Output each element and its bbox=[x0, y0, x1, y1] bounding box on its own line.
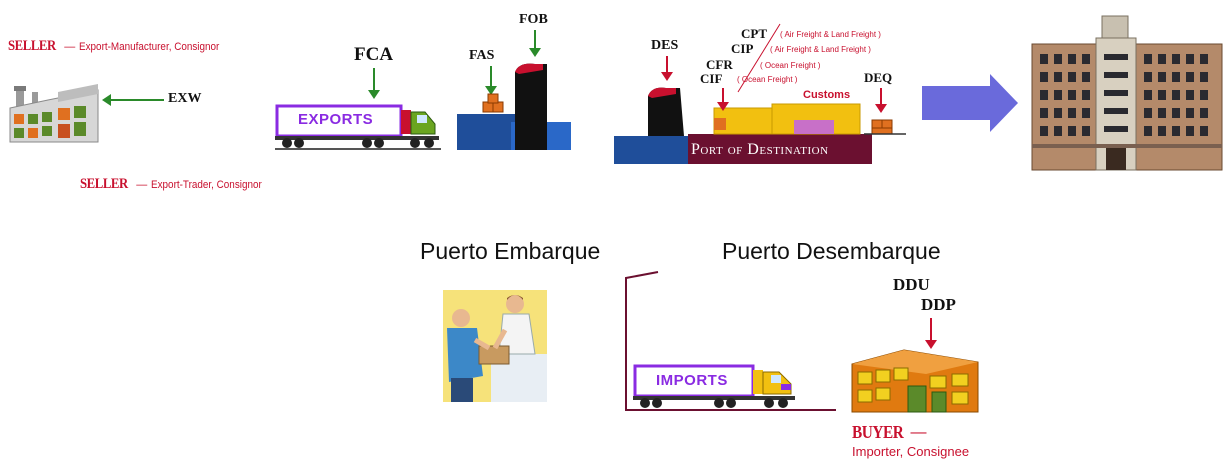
fca-arrow bbox=[373, 68, 375, 92]
customs-label: Customs bbox=[803, 89, 851, 101]
section-title-desembarque: Puerto Desembarque bbox=[722, 238, 941, 264]
fas-arrow-head bbox=[485, 86, 497, 95]
seller-dash: — bbox=[64, 40, 76, 53]
term-fas: FAS bbox=[469, 48, 495, 63]
seller-title: SELLER bbox=[8, 38, 56, 54]
seller-description: Export-Trader, Consignor bbox=[151, 178, 262, 191]
term-des: DES bbox=[651, 38, 679, 53]
exw-arrow bbox=[102, 93, 164, 107]
fob-arrow-head bbox=[529, 48, 541, 57]
term-cpt: CPT bbox=[741, 26, 767, 41]
buyer-description: Importer, Consignee bbox=[852, 444, 970, 459]
ddp-arrow bbox=[930, 318, 932, 342]
buyer-building bbox=[851, 349, 979, 413]
buyer-label: BUYER — bbox=[852, 422, 927, 443]
term-cfr: CFR bbox=[706, 57, 733, 72]
term-ddu: DDU bbox=[893, 275, 930, 294]
term-deq: DEQ bbox=[864, 70, 893, 85]
imports-label: IMPORTS bbox=[656, 372, 728, 389]
fas-arrow bbox=[490, 66, 492, 88]
des-arrow bbox=[666, 56, 668, 74]
import-port-outline bbox=[625, 271, 836, 411]
destination-port-scene bbox=[614, 87, 906, 164]
customs-clerk-illustration bbox=[443, 290, 547, 402]
deq-arrow bbox=[880, 88, 882, 106]
cif-arrow-head bbox=[717, 102, 729, 111]
term-fob: FOB bbox=[519, 12, 548, 27]
term-fca: FCA bbox=[354, 44, 394, 65]
cif-arrow bbox=[722, 88, 724, 104]
seller-description: Export-Manufacturer, Consignor bbox=[79, 40, 220, 53]
note-cif: ( Ocean Freight ) bbox=[737, 75, 798, 84]
fob-arrow bbox=[534, 30, 536, 50]
note-cpt: ( Air Freight & Land Freight ) bbox=[780, 30, 881, 39]
term-cip: CIP bbox=[731, 41, 754, 56]
ddp-arrow-head bbox=[925, 340, 937, 349]
term-exw: EXW bbox=[168, 91, 202, 106]
cpt-cif-divider-line bbox=[737, 23, 781, 93]
term-cif: CIF bbox=[700, 71, 723, 86]
imports-truck bbox=[633, 364, 795, 408]
term-ddp: DDP bbox=[921, 295, 956, 314]
deq-arrow-head bbox=[875, 104, 887, 113]
seller-manufacturer-label: SELLER — Export-Manufacturer, Consignor bbox=[8, 38, 235, 55]
section-title-embarque: Puerto Embarque bbox=[420, 238, 601, 264]
destination-building bbox=[1031, 15, 1223, 171]
loading-port-ship bbox=[457, 63, 571, 150]
port-of-destination-label: Port of Destination bbox=[691, 141, 829, 158]
exports-label: EXPORTS bbox=[298, 111, 374, 128]
factory-icon bbox=[9, 84, 99, 143]
fca-arrow-head bbox=[368, 90, 380, 99]
seller-dash: — bbox=[136, 178, 148, 191]
buyer-title: BUYER bbox=[852, 422, 904, 442]
big-right-arrow bbox=[922, 74, 1018, 132]
des-arrow-head bbox=[661, 72, 673, 81]
buyer-dash: — bbox=[910, 423, 927, 441]
note-cip: ( Air Freight & Land Freight ) bbox=[770, 45, 871, 54]
seller-title: SELLER bbox=[80, 176, 128, 192]
seller-trader-label: SELLER — Export-Trader, Consignor bbox=[80, 176, 274, 193]
note-cfr: ( Ocean Freight ) bbox=[760, 61, 821, 70]
exports-truck bbox=[275, 104, 441, 150]
